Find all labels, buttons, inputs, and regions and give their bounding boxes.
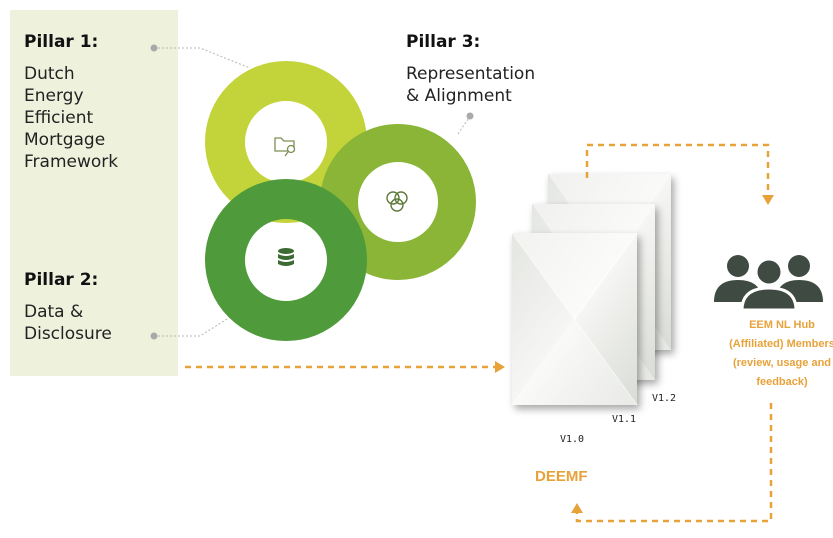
- pillar-2-title: Pillar 2:: [24, 270, 99, 290]
- pillar-1-title: Pillar 1:: [24, 32, 99, 52]
- version-label-v1-2: V1.2: [652, 393, 677, 404]
- version-label-v1-1: V1.1: [612, 414, 637, 425]
- connector-dot-1: [150, 44, 158, 52]
- pillars-panel: [10, 10, 178, 376]
- flow-arrowheads: [495, 195, 774, 513]
- venn-circles-icon: [386, 191, 408, 212]
- hub-members-label: EEM NL Hub (Affiliated) Members (review,…: [729, 319, 833, 388]
- arrowhead-down: [762, 195, 774, 205]
- connector-dot-2: [150, 332, 158, 340]
- pillar-1-body: Dutch Energy Efficient Mortgage Framewor…: [24, 64, 119, 172]
- arrow-hub-to-deemf: [575, 403, 773, 523]
- document-stack: [511, 174, 671, 406]
- arrowhead-up: [571, 503, 583, 513]
- folder-search-icon: [274, 137, 296, 157]
- arrow-deemf-to-hub: [585, 143, 770, 196]
- connector-line-2: [158, 315, 233, 337]
- people-group-icon: [714, 255, 823, 312]
- connector-dot-3: [466, 112, 474, 120]
- pillar-3-title: Pillar 3:: [406, 32, 481, 52]
- ring-pillar-2: [205, 179, 367, 341]
- pillar-3-body: Representation & Alignment: [406, 64, 536, 106]
- pillar-2-body: Data & Disclosure: [24, 302, 112, 344]
- version-label-v1-0: V1.0: [560, 434, 585, 445]
- document-v1-0: [511, 232, 638, 406]
- deemf-label: DEEMF: [535, 468, 588, 485]
- pillar-rings: [205, 61, 476, 341]
- connector-line-1: [158, 47, 251, 69]
- connector-line-3: [457, 118, 469, 135]
- pillar-connectors: [150, 44, 474, 340]
- flow-arrows: [185, 143, 773, 523]
- arrowhead-right: [495, 361, 505, 373]
- database-icon: [278, 248, 294, 266]
